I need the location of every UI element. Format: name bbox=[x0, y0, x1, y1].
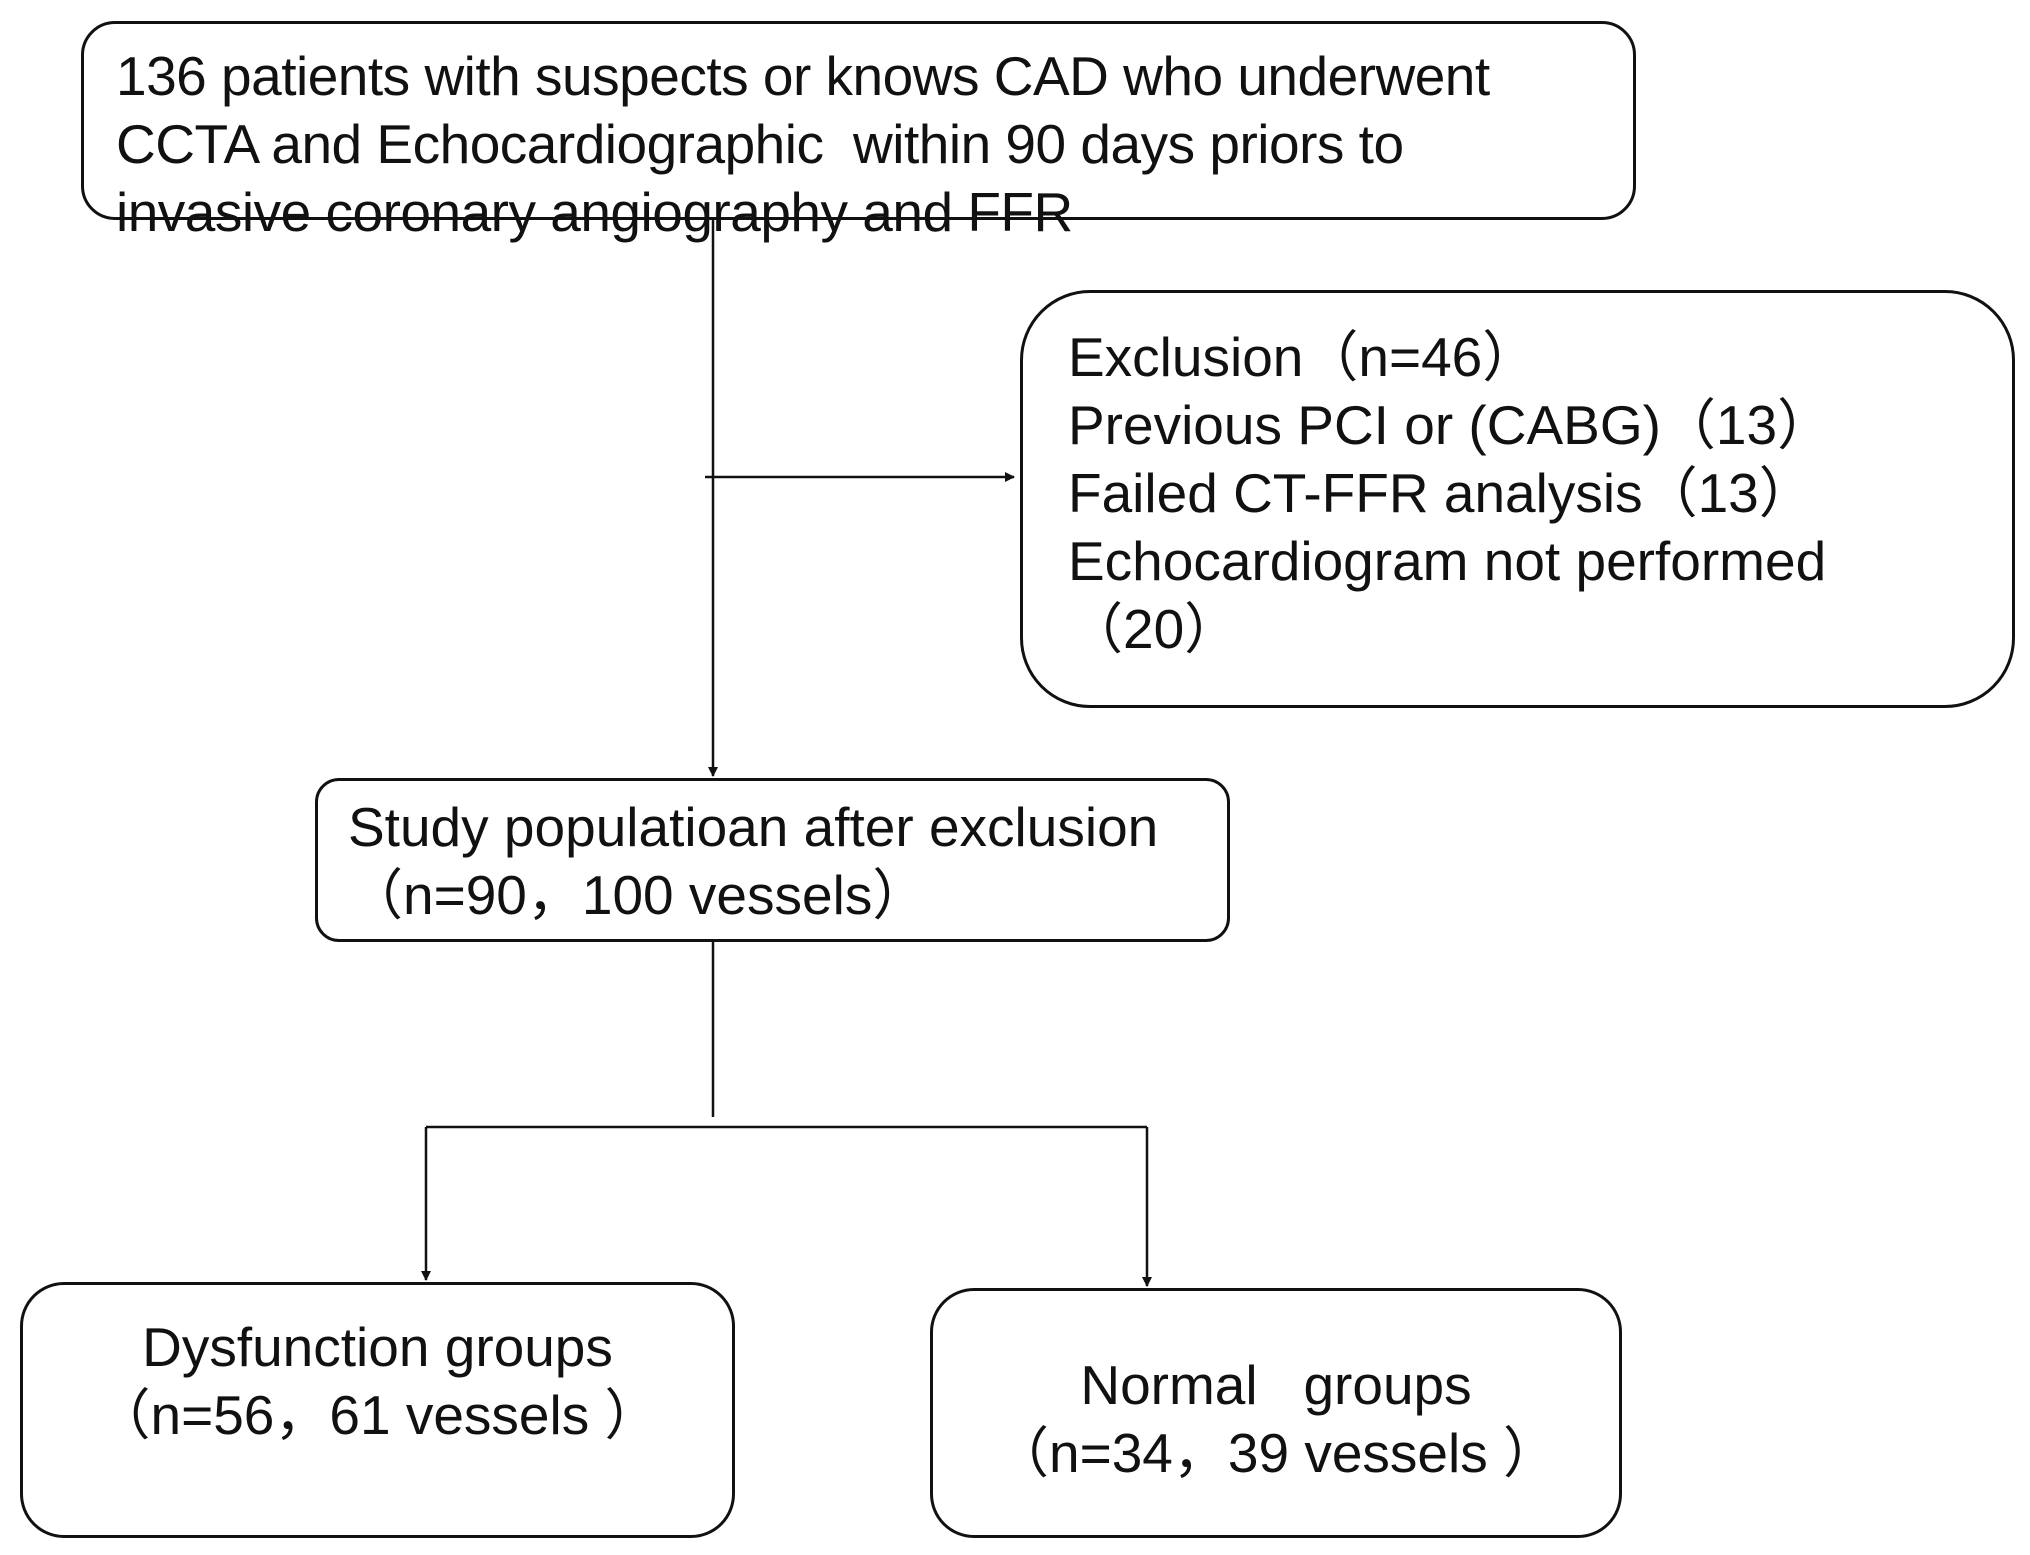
enrollment-box: 136 patients with suspects or knows CAD … bbox=[81, 21, 1636, 243]
dysfunction-group-box: Dysfunction groups （n=56，61 vessels ） bbox=[20, 1282, 735, 1538]
study-population-box: Study populatioan after exclusion （n=90，… bbox=[315, 778, 1230, 942]
enrollment-line-2: CCTA and Echocardiographic within 90 day… bbox=[116, 113, 1404, 175]
study-population-title: Study populatioan after exclusion bbox=[348, 796, 1159, 858]
enrollment-line-3: invasive coronary angiography and FFR bbox=[116, 181, 1073, 243]
dysfunction-group-count: （n=56，61 vessels ） bbox=[95, 1384, 660, 1446]
exclusion-box: Exclusion（n=46） Previous PCI or (CABG)（1… bbox=[1020, 290, 2015, 708]
exclusion-no-echocardiogram: Echocardiogram not performed bbox=[1068, 530, 1827, 592]
normal-group-count: （n=34，39 vessels ） bbox=[993, 1422, 1559, 1484]
normal-group-box: Normal groups （n=34，39 vessels ） bbox=[930, 1288, 1622, 1538]
exclusion-total: Exclusion（n=46） bbox=[1068, 326, 1538, 388]
enrollment-line-1: 136 patients with suspects or knows CAD … bbox=[116, 45, 1490, 107]
dysfunction-group-title: Dysfunction groups bbox=[142, 1316, 613, 1378]
exclusion-previous-pci: Previous PCI or (CABG)（13） bbox=[1068, 394, 1833, 456]
exclusion-failed-ct-ffr: Failed CT-FFR analysis（13） bbox=[1068, 462, 1814, 524]
study-population-count: （n=90，100 vessels） bbox=[348, 864, 928, 926]
normal-group-title: Normal groups bbox=[1080, 1354, 1472, 1416]
exclusion-no-echocardiogram-count: （20） bbox=[1068, 598, 1240, 660]
